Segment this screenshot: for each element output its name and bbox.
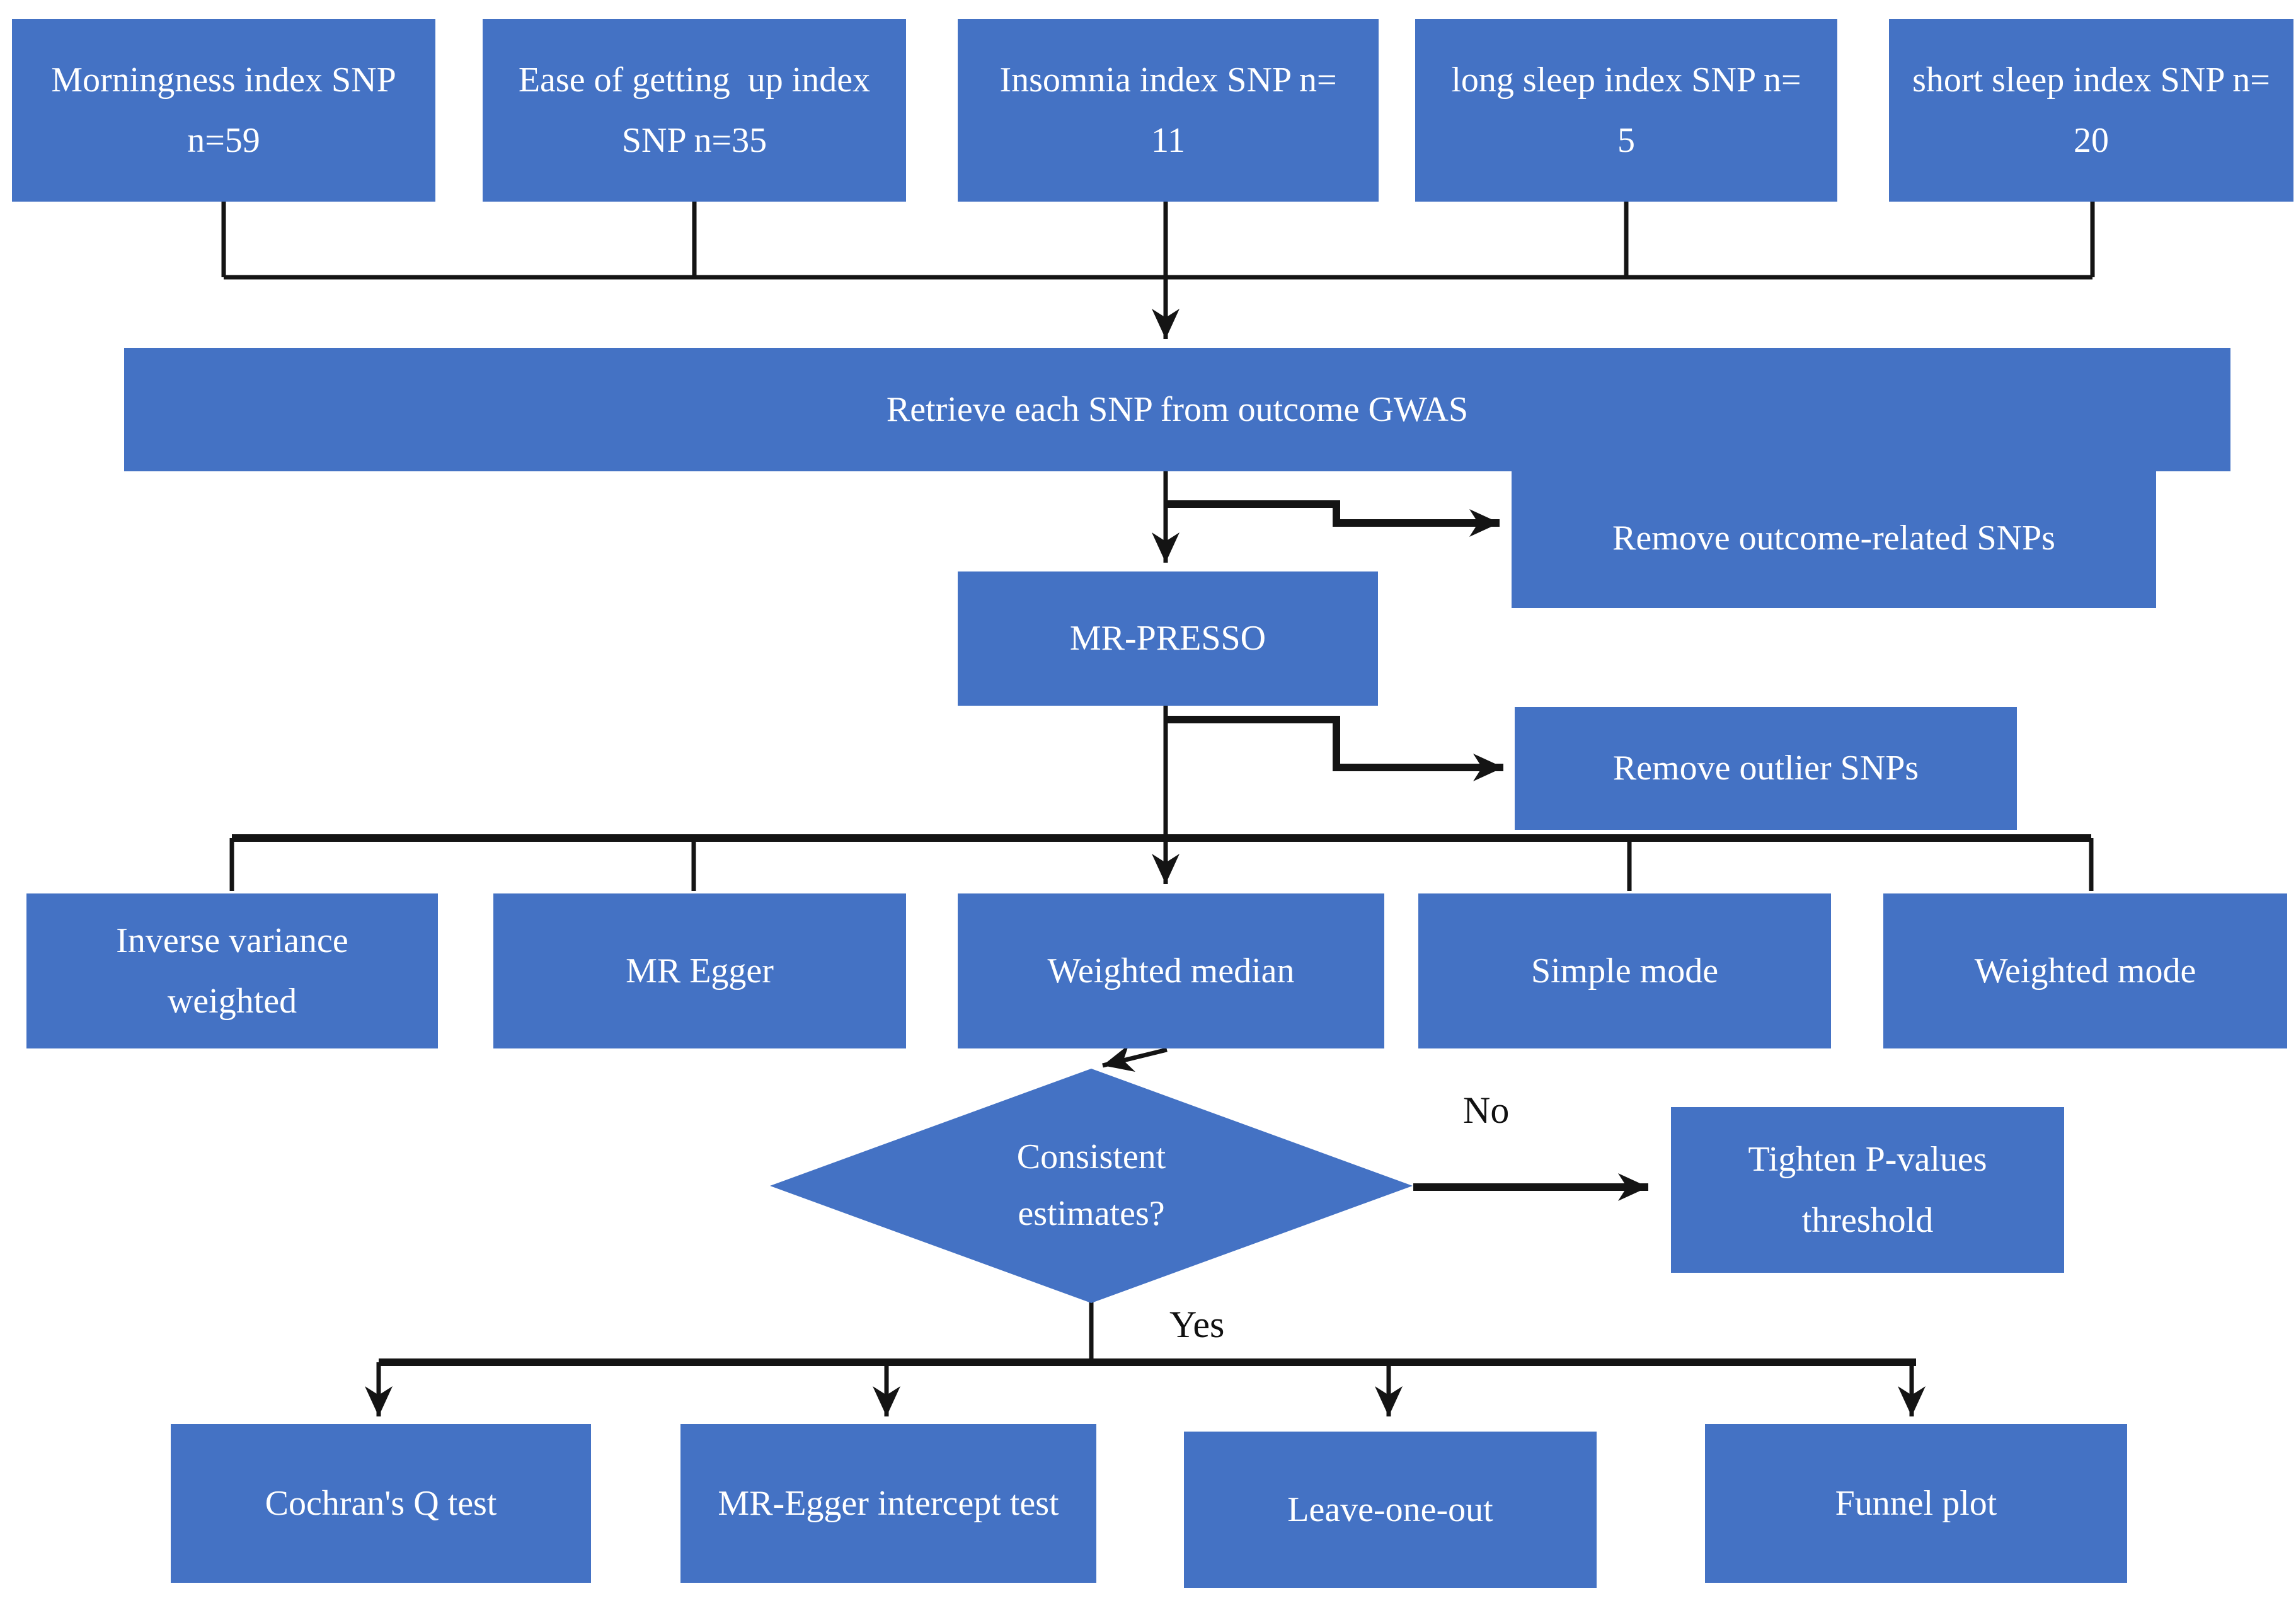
node-ease-of-getting-up-index-snp: Ease of getting up index SNP n=35: [483, 19, 906, 202]
node-mr-egger: MR Egger: [493, 893, 906, 1048]
decision-label: Consistent estimates?: [1016, 1137, 1166, 1233]
node-simple-mode: Simple mode: [1418, 893, 1831, 1048]
node-consistent-estimates-decision: Consistent estimates?: [770, 1069, 1413, 1303]
edge-label-no: No: [1463, 1089, 1510, 1131]
node-mr-egger-intercept-test: MR-Egger intercept test: [680, 1424, 1096, 1583]
node-cochrans-q-test: Cochran's Q test: [171, 1424, 591, 1583]
node-mr-presso: MR-PRESSO: [958, 571, 1378, 706]
edge-label-yes: Yes: [1169, 1304, 1225, 1345]
connector-branch-remove-outcome: [1166, 500, 1500, 537]
node-remove-outcome-related-snps: Remove outcome-related SNPs: [1512, 468, 2156, 608]
node-short-sleep-index-snp: short sleep index SNP n= 20: [1889, 19, 2293, 202]
connector-branch-remove-outlier: [1166, 716, 1503, 781]
node-insomnia-index-snp: Insomnia index SNP n= 11: [958, 19, 1379, 202]
node-weighted-mode: Weighted mode: [1883, 893, 2287, 1048]
node-retrieve-snp-outcome-gwas: Retrieve each SNP from outcome GWAS: [124, 348, 2230, 471]
node-morningness-index-snp: Morningness index SNP n=59: [12, 19, 435, 202]
node-inverse-variance-weighted: Inverse variance weighted: [26, 893, 438, 1048]
node-tighten-p-values-threshold: Tighten P-values threshold: [1671, 1107, 2064, 1273]
connector-median-to-decision: [1102, 1045, 1168, 1072]
node-weighted-median: Weighted median: [958, 893, 1384, 1048]
node-remove-outlier-snps: Remove outlier SNPs: [1515, 707, 2017, 830]
node-leave-one-out: Leave-one-out: [1184, 1432, 1597, 1588]
node-long-sleep-index-snp: long sleep index SNP n= 5: [1415, 19, 1837, 202]
decision-diamond-shape: [770, 1069, 1413, 1303]
node-funnel-plot: Funnel plot: [1705, 1424, 2127, 1583]
